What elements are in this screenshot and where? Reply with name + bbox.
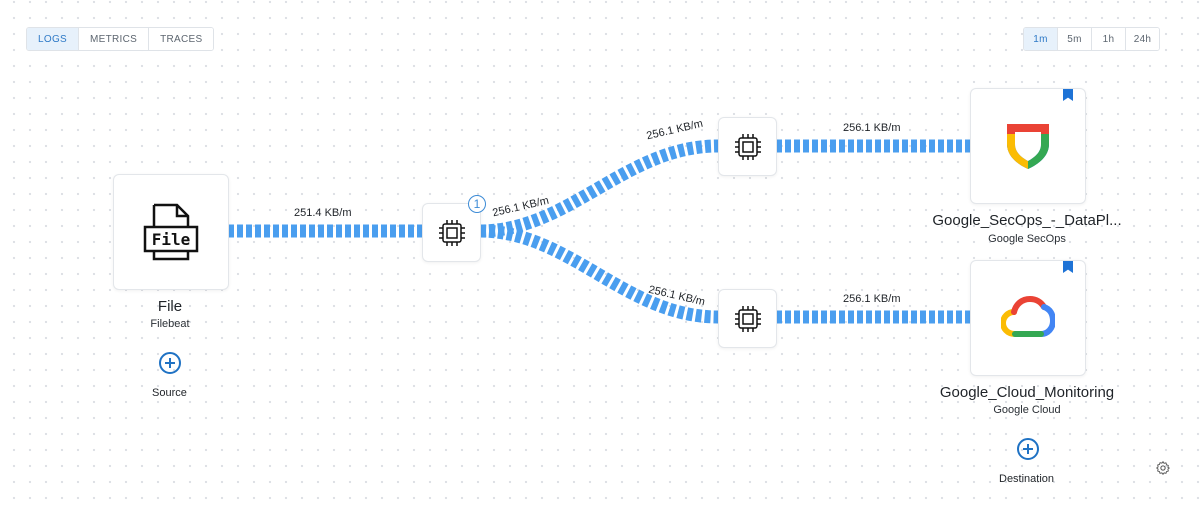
source-title: File (157, 298, 183, 315)
gear-icon[interactable] (1155, 460, 1171, 476)
add-destination-label: Destination (999, 473, 1055, 485)
tab-metrics[interactable]: METRICS (79, 28, 150, 50)
bookmark-icon[interactable] (1063, 261, 1073, 273)
telemetry-type-tabs: LOGS METRICS TRACES (26, 27, 215, 51)
svg-text:File: File (152, 230, 191, 249)
time-range-5m[interactable]: 5m (1058, 28, 1092, 50)
add-source-button[interactable] (159, 352, 181, 374)
flow-processor-to-upper[interactable] (479, 139, 719, 238)
destination-title-secops: Google_SecOps_-_DataPl... (932, 212, 1122, 229)
cpu-chip-icon (438, 219, 465, 246)
processor-count-badge[interactable]: 1 (468, 195, 486, 213)
time-range-1m[interactable]: 1m (1024, 28, 1058, 50)
time-range-tabs: 1m 5m 1h 24h (1023, 27, 1160, 51)
edge-rate-lower-dest: 256.1 KB/m (843, 293, 901, 305)
google-cloud-icon (1001, 296, 1055, 337)
cpu-chip-icon (734, 133, 761, 160)
processor-node[interactable] (422, 203, 481, 262)
destination-node-google-cloud[interactable] (970, 260, 1086, 376)
processor-node-upper[interactable] (718, 117, 777, 176)
cpu-chip-icon (734, 305, 761, 332)
flow-processor-to-lower[interactable] (479, 224, 719, 324)
edge-rate-upper-dest: 256.1 KB/m (843, 122, 901, 134)
file-icon: File (143, 203, 199, 261)
destination-subtitle-secops: Google SecOps (988, 233, 1066, 245)
add-source-label: Source (152, 387, 187, 399)
source-subtitle: Filebeat (150, 318, 190, 330)
destination-node-google-secops[interactable] (970, 88, 1086, 204)
processor-node-lower[interactable] (718, 289, 777, 348)
google-secops-shield-icon (1007, 124, 1049, 169)
source-node-file[interactable]: File (113, 174, 229, 290)
bookmark-icon[interactable] (1063, 89, 1073, 101)
add-destination-button[interactable] (1017, 438, 1039, 460)
destination-subtitle-cloud: Google Cloud (993, 404, 1061, 416)
time-range-24h[interactable]: 24h (1126, 28, 1159, 50)
time-range-1h[interactable]: 1h (1092, 28, 1126, 50)
destination-title-cloud: Google_Cloud_Monitoring (939, 384, 1115, 401)
tab-logs[interactable]: LOGS (27, 28, 79, 50)
tab-traces[interactable]: TRACES (149, 28, 214, 50)
edge-rate-source: 251.4 KB/m (294, 207, 352, 219)
